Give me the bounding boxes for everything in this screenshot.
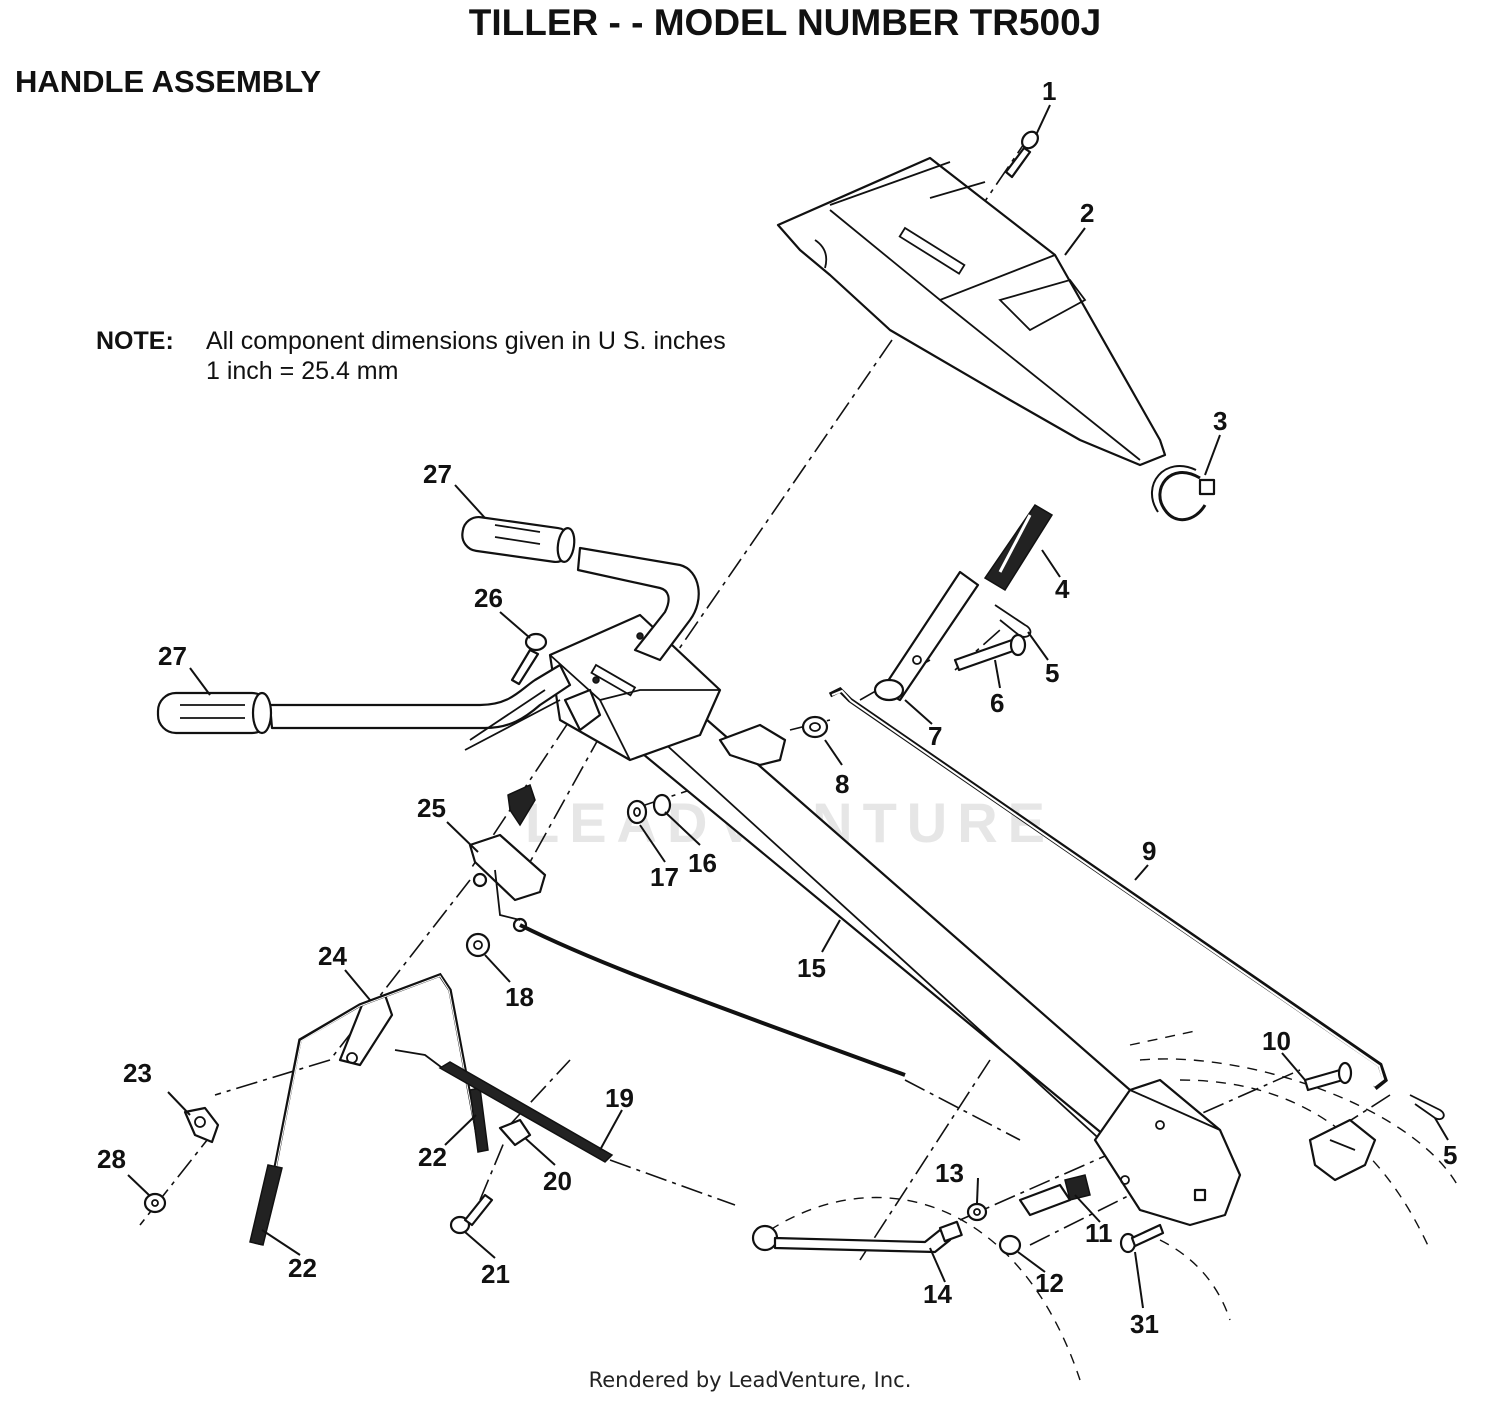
callout-6: 6	[990, 688, 1004, 718]
callout-17: 17	[650, 862, 679, 892]
bushing-part-8	[801, 715, 829, 739]
cable-part-19	[394, 1049, 614, 1163]
callout-15: 15	[797, 953, 826, 983]
grip-part-27-upper	[461, 515, 576, 564]
callout-4: 4	[1055, 574, 1070, 604]
shift-bracket	[1308, 1118, 1377, 1182]
handle-tube-part-15	[618, 703, 1242, 1227]
callout-22-upper: 22	[418, 1142, 447, 1172]
bolt-part-6	[953, 633, 1027, 672]
handle-panel-part-2	[776, 156, 1167, 467]
nut-part-17	[626, 799, 648, 825]
clamp-part-23	[183, 1106, 220, 1144]
nut-part-18	[465, 932, 491, 958]
callout-20: 20	[543, 1166, 572, 1196]
callout-21: 21	[481, 1259, 510, 1289]
callouts: 1 2 3 4 5 6 7 8 9 10 11 12 13 14 15 16 1…	[97, 76, 1457, 1339]
callout-8: 8	[835, 769, 849, 799]
control-bracket-part-25	[468, 783, 547, 933]
shift-lever-part-7	[873, 570, 980, 702]
note-block: NOTE: All component dimensions given in U…	[96, 326, 726, 386]
callout-3: 3	[1213, 406, 1227, 436]
callout-19: 19	[605, 1083, 634, 1113]
screw-part-21	[449, 1193, 494, 1235]
handle-bracket	[548, 613, 787, 767]
diagram-title: TILLER - - MODEL NUMBER TR500J	[468, 2, 1102, 43]
callout-23: 23	[123, 1058, 152, 1088]
assembly-lines	[139, 134, 1461, 1381]
hairpin-clip-part-5-upper	[994, 604, 1032, 638]
lever-part-14	[751, 1220, 963, 1254]
hairpin-clip-part-5-lower	[1409, 1094, 1445, 1121]
callout-16: 16	[688, 848, 717, 878]
callout-24: 24	[318, 941, 347, 971]
note-label: NOTE:	[96, 327, 174, 355]
lever-bracket-part-24	[338, 993, 394, 1067]
footer-credit: Rendered by LeadVenture, Inc.	[588, 1368, 912, 1392]
handlebar	[268, 546, 700, 751]
callout-28: 28	[97, 1144, 126, 1174]
note-line-1: All component dimensions given in U S. i…	[206, 327, 726, 355]
knob-part-11	[1018, 1174, 1091, 1217]
shift-rod-part-9	[828, 686, 1388, 1090]
callout-2: 2	[1080, 198, 1094, 228]
control-cable	[519, 923, 906, 1077]
callout-25: 25	[417, 793, 446, 823]
callout-5: 5	[1045, 658, 1059, 688]
washer-part-16	[652, 793, 672, 817]
leader-lines	[127, 104, 1449, 1309]
nut-part-28	[143, 1192, 167, 1214]
callout-5-lower: 5	[1443, 1140, 1457, 1170]
bolt-part-26	[510, 632, 548, 686]
callout-12: 12	[1035, 1268, 1064, 1298]
callout-10: 10	[1262, 1026, 1291, 1056]
grip-part-27-lower	[156, 691, 273, 735]
bolt-part-10	[1303, 1061, 1353, 1092]
note-line-2: 1 inch = 25.4 mm	[206, 357, 399, 385]
callout-1: 1	[1042, 76, 1056, 106]
screw-part-1	[1004, 130, 1039, 179]
control-rod-part-22	[249, 972, 489, 1246]
callout-9: 9	[1142, 836, 1156, 866]
callout-27-upper: 27	[423, 459, 452, 489]
bolt-part-31	[1119, 1223, 1165, 1254]
ring-clip-part-3	[1151, 464, 1216, 521]
washer-part-13	[966, 1202, 988, 1222]
cable-clip-part-20	[498, 1118, 532, 1147]
callout-22-lower: 22	[288, 1253, 317, 1283]
callout-14: 14	[923, 1279, 952, 1309]
callout-7: 7	[928, 721, 942, 751]
section-title: HANDLE ASSEMBLY	[15, 64, 322, 99]
callout-31: 31	[1130, 1309, 1159, 1339]
callout-11: 11	[1085, 1218, 1113, 1248]
callout-27-lower: 27	[158, 641, 187, 671]
nut-part-12	[998, 1234, 1022, 1256]
callout-13: 13	[935, 1158, 964, 1188]
callout-18: 18	[505, 982, 534, 1012]
callout-26: 26	[474, 583, 503, 613]
lever-grip-part-4	[983, 503, 1054, 592]
